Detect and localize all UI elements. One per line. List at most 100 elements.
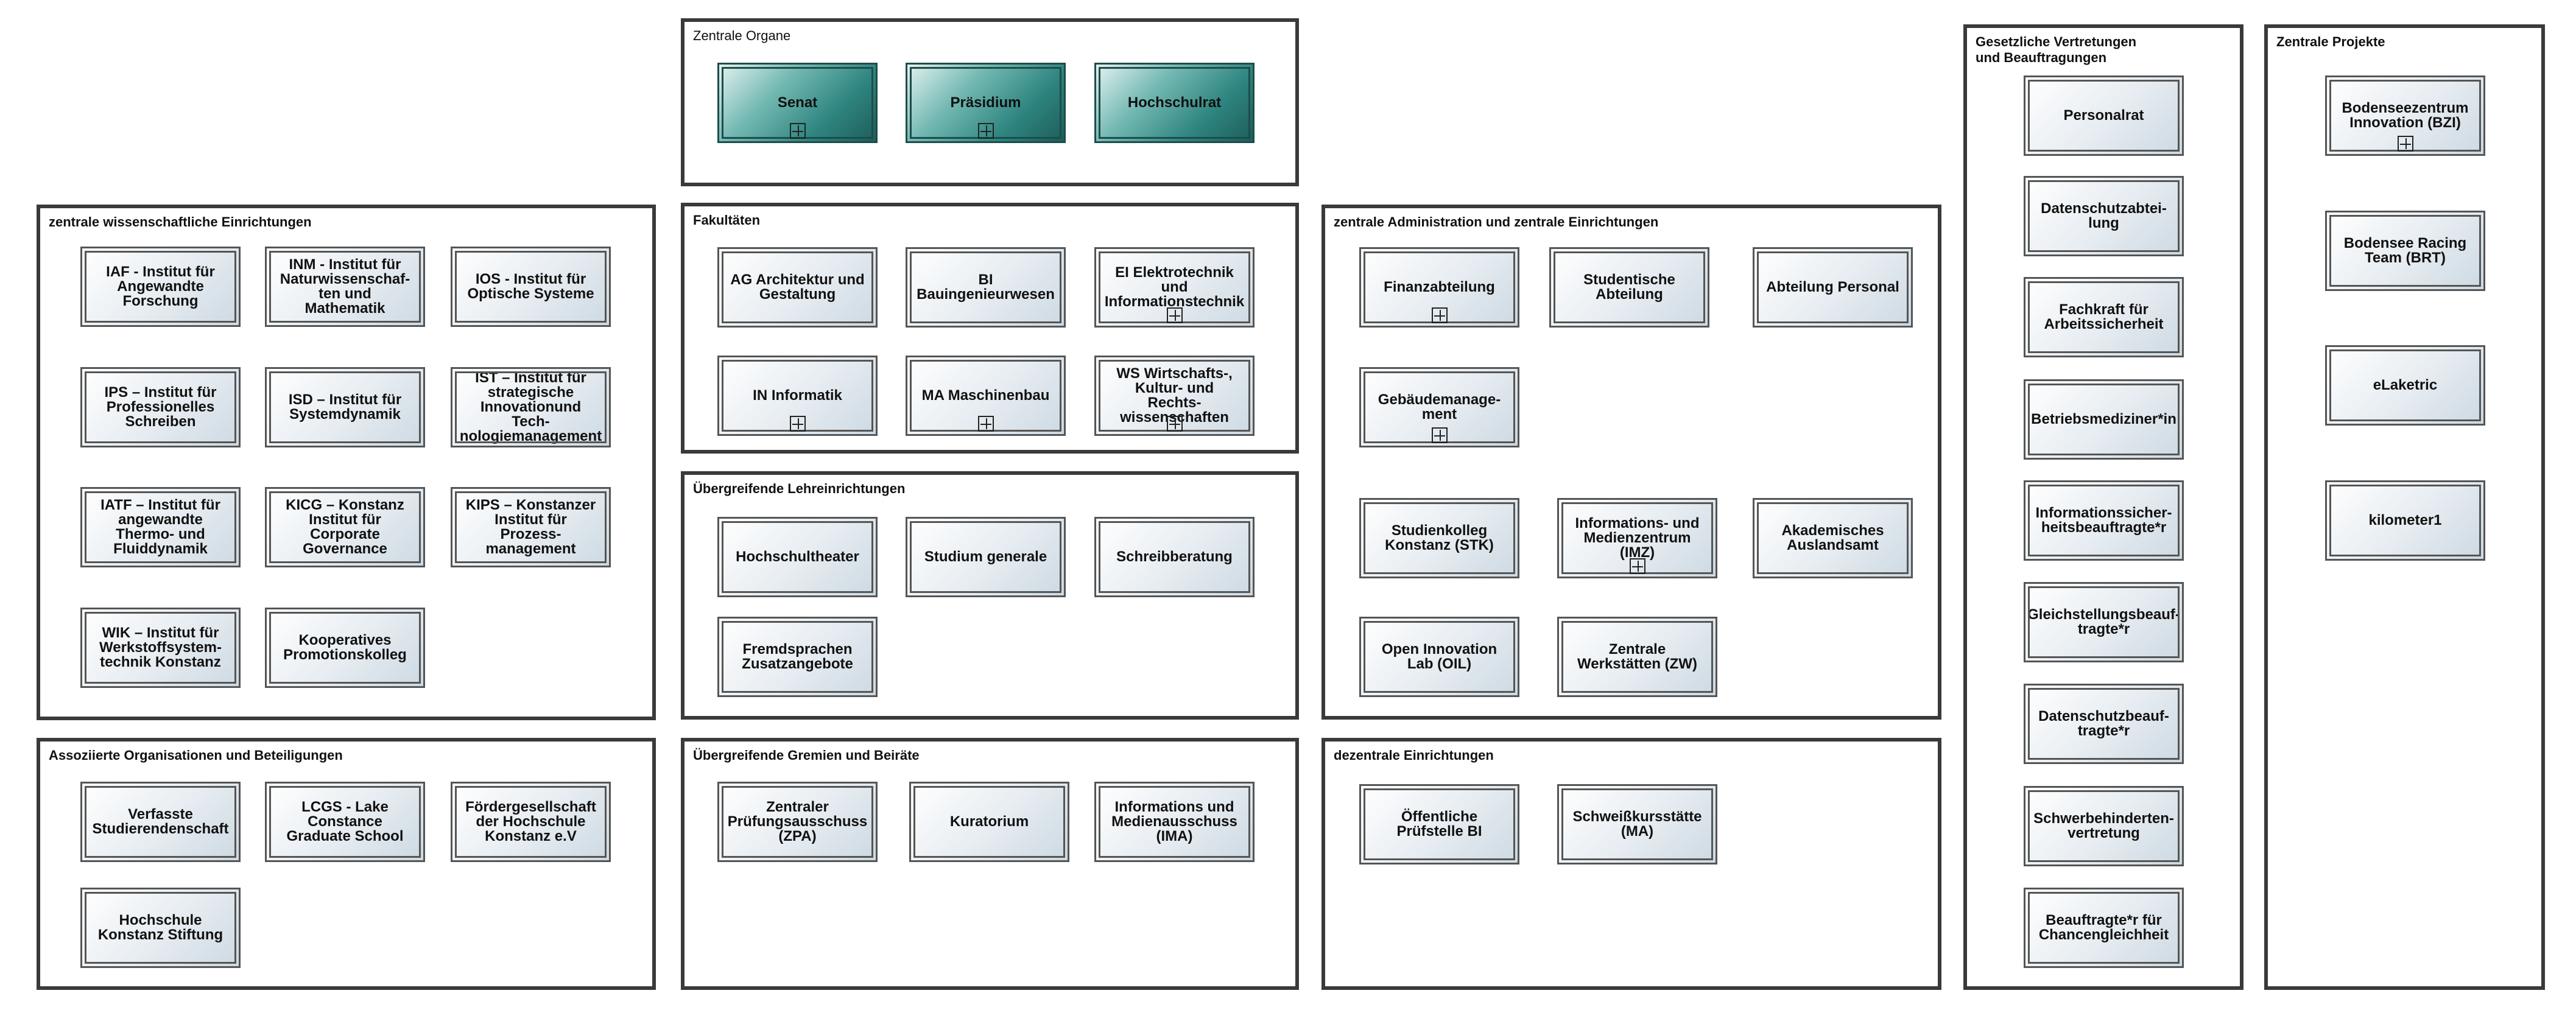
node-ips[interactable]: IPS – Institut für Professionelles Schre… xyxy=(80,367,241,447)
group-title: zentrale wissenschaftliche Einrichtungen xyxy=(49,214,312,230)
node-fachkraft[interactable]: Fachkraft für Arbeitssicherheit xyxy=(2024,277,2184,357)
node-ei[interactable]: EI Elektrotechnik und Informationstechni… xyxy=(1094,247,1255,328)
node-brt[interactable]: Bodensee Racing Team (BRT) xyxy=(2325,211,2485,291)
plus-box-icon[interactable] xyxy=(977,123,994,139)
group-title: Assoziierte Organisationen und Beteiligu… xyxy=(49,748,343,763)
node-hochschultheater[interactable]: Hochschultheater xyxy=(717,517,878,597)
node-oil[interactable]: Open Innovation Lab (OIL) xyxy=(1359,617,1519,697)
node-schweisskursstaette[interactable]: Schweißkursstätte (MA) xyxy=(1557,784,1717,864)
group-title: Übergreifende Lehreinrichtungen xyxy=(693,481,906,496)
node-label: Senat xyxy=(777,94,818,111)
node-label: Akademisches Auslandsamt xyxy=(1781,522,1884,553)
node-label: LCGS - Lake Constance Graduate School xyxy=(286,799,404,844)
node-label: Hochschultheater xyxy=(736,549,859,565)
node-inm[interactable]: INM - Institut für Naturwissenschaf- ten… xyxy=(265,247,425,327)
node-datenschutzabteilung[interactable]: Datenschutzabtei- lung xyxy=(2024,176,2184,256)
node-iaf[interactable]: IAF - Institut für Angewandte Forschung xyxy=(80,247,241,327)
node-ima[interactable]: Informations und Medienausschuss (IMA) xyxy=(1094,782,1255,862)
node-bi[interactable]: BI Bauingenieurwesen xyxy=(906,247,1066,328)
node-gleichstellung[interactable]: Gleichstellungsbeauf- tragte*r xyxy=(2024,582,2184,662)
node-schwerbehinderten[interactable]: Schwerbehinderten- vertretung xyxy=(2024,786,2184,866)
node-ios[interactable]: IOS - Institut für Optische Systeme xyxy=(451,247,611,327)
node-studium-generale[interactable]: Studium generale xyxy=(906,517,1066,597)
node-studienkolleg[interactable]: Studienkolleg Konstanz (STK) xyxy=(1359,498,1519,578)
node-foerdergesellschaft[interactable]: Fördergesellschaft der Hochschule Konsta… xyxy=(451,782,611,862)
node-betriebsmediziner[interactable]: Betriebsmediziner*in xyxy=(2024,379,2184,460)
node-iatf[interactable]: IATF – Institut für angewandte Thermo- u… xyxy=(80,487,241,567)
node-stiftung[interactable]: Hochschule Konstanz Stiftung xyxy=(80,888,241,968)
node-label: Betriebsmediziner*in xyxy=(2031,411,2177,427)
node-label: Informationssicher- heitsbeauftragte*r xyxy=(2035,505,2172,536)
node-bzi[interactable]: Bodenseezentrum Innovation (BZI) xyxy=(2325,75,2485,156)
node-kips[interactable]: KIPS – Konstanzer Institut für Prozess- … xyxy=(451,487,611,567)
node-schreibberatung[interactable]: Schreibberatung xyxy=(1094,517,1255,597)
node-elaketric[interactable]: eLaketric xyxy=(2325,345,2485,426)
node-datenschutzbeauftragte[interactable]: Datenschutzbeauf- tragte*r xyxy=(2024,684,2184,764)
plus-box-icon[interactable] xyxy=(2397,136,2413,152)
node-ag[interactable]: AG Architektur und Gestaltung xyxy=(717,247,878,328)
node-label: Hochschulrat xyxy=(1127,94,1222,111)
node-label: Gebäudemanage- ment xyxy=(1378,391,1501,423)
node-label: Datenschutzabtei- lung xyxy=(2041,200,2167,231)
plus-box-icon[interactable] xyxy=(977,416,994,432)
plus-box-icon[interactable] xyxy=(1431,427,1448,443)
node-label: IATF – Institut für angewandte Thermo- u… xyxy=(100,497,220,557)
node-ws[interactable]: WS Wirtschafts-, Kultur- und Rechts- wis… xyxy=(1094,356,1255,436)
node-kilometer1[interactable]: kilometer1 xyxy=(2325,480,2485,561)
node-label: Schreibberatung xyxy=(1116,549,1233,565)
node-personalrat[interactable]: Personalrat xyxy=(2024,75,2184,156)
node-lcgs[interactable]: LCGS - Lake Constance Graduate School xyxy=(265,782,425,862)
node-label: WS Wirtschafts-, Kultur- und Rechts- wis… xyxy=(1116,365,1233,426)
node-label: Hochschule Konstanz Stiftung xyxy=(97,912,223,943)
node-kooperatives[interactable]: Kooperatives Promotionskolleg xyxy=(265,608,425,688)
node-hochschulrat[interactable]: Hochschulrat xyxy=(1094,63,1255,143)
node-label: WIK – Institut für Werkstoffsystem- tech… xyxy=(99,625,222,670)
node-label: EI Elektrotechnik und Informationstechni… xyxy=(1104,264,1245,310)
node-isd[interactable]: ISD – Institut für Systemdynamik xyxy=(265,367,425,447)
node-in[interactable]: IN Informatik xyxy=(717,356,878,436)
node-senat[interactable]: Senat xyxy=(717,63,878,143)
node-label: Fördergesellschaft der Hochschule Konsta… xyxy=(465,799,596,844)
node-label: Open Innovation Lab (OIL) xyxy=(1381,641,1497,672)
node-label: MA Maschinenbau xyxy=(921,387,1050,404)
node-label: Kuratorium xyxy=(949,813,1029,830)
node-zw[interactable]: Zentrale Werkstätten (ZW) xyxy=(1557,617,1717,697)
node-label: Abteilung Personal xyxy=(1766,279,1899,295)
node-studentische-abteilung[interactable]: Studentische Abteilung xyxy=(1549,247,1709,328)
node-finanzabteilung[interactable]: Finanzabteilung xyxy=(1359,247,1519,328)
node-chancengleichheit[interactable]: Beauftragte*r für Chancengleichheit xyxy=(2024,888,2184,968)
node-label: Schwerbehinderten- vertretung xyxy=(2033,810,2174,841)
node-label: Finanzabteilung xyxy=(1384,279,1495,295)
node-verfasste[interactable]: Verfasste Studierendenschaft xyxy=(80,782,241,862)
plus-box-icon[interactable] xyxy=(1431,307,1448,323)
node-label: Präsidium xyxy=(950,94,1021,111)
plus-box-icon[interactable] xyxy=(789,416,806,432)
plus-box-icon[interactable] xyxy=(1166,307,1183,323)
node-auslandsamt[interactable]: Akademisches Auslandsamt xyxy=(1753,498,1913,578)
node-label: Studienkolleg Konstanz (STK) xyxy=(1385,522,1494,553)
group-gremien: Übergreifende Gremien und Beiräte xyxy=(681,738,1299,990)
node-imz[interactable]: Informations- und Medienzentrum (IMZ) xyxy=(1557,498,1717,578)
node-praesidium[interactable]: Präsidium xyxy=(906,63,1066,143)
node-ma[interactable]: MA Maschinenbau xyxy=(906,356,1066,436)
node-label: IAF - Institut für Angewandte Forschung xyxy=(106,264,215,309)
plus-box-icon[interactable] xyxy=(789,123,806,139)
node-kuratorium[interactable]: Kuratorium xyxy=(909,782,1069,862)
node-label: kilometer1 xyxy=(2368,512,2442,528)
node-label: INM - Institut für Naturwissenschaf- ten… xyxy=(280,256,410,317)
node-informationssicherheit[interactable]: Informationssicher- heitsbeauftragte*r xyxy=(2024,480,2184,561)
node-ist[interactable]: IST – Institut für strategische Innovati… xyxy=(451,367,611,447)
node-fremdsprachen[interactable]: Fremdsprachen Zusatzangebote xyxy=(717,617,878,697)
plus-box-icon[interactable] xyxy=(1629,558,1645,574)
node-kicg[interactable]: KICG – Konstanz Institut für Corporate G… xyxy=(265,487,425,567)
node-label: IPS – Institut für Professionelles Schre… xyxy=(104,384,217,430)
node-label: Beauftragte*r für Chancengleichheit xyxy=(2038,912,2169,943)
group-title: Zentrale Organe xyxy=(693,28,791,43)
node-label: Informations- und Medienzentrum (IMZ) xyxy=(1575,515,1700,561)
node-zpa[interactable]: Zentraler Prüfungsausschuss (ZPA) xyxy=(717,782,878,862)
node-pruefstelle[interactable]: Öffentliche Prüfstelle BI xyxy=(1359,784,1519,864)
node-abteilung-personal[interactable]: Abteilung Personal xyxy=(1753,247,1913,328)
node-wik[interactable]: WIK – Institut für Werkstoffsystem- tech… xyxy=(80,608,241,688)
plus-box-icon[interactable] xyxy=(1166,416,1183,432)
node-gebaeudemanagement[interactable]: Gebäudemanage- ment xyxy=(1359,367,1519,447)
